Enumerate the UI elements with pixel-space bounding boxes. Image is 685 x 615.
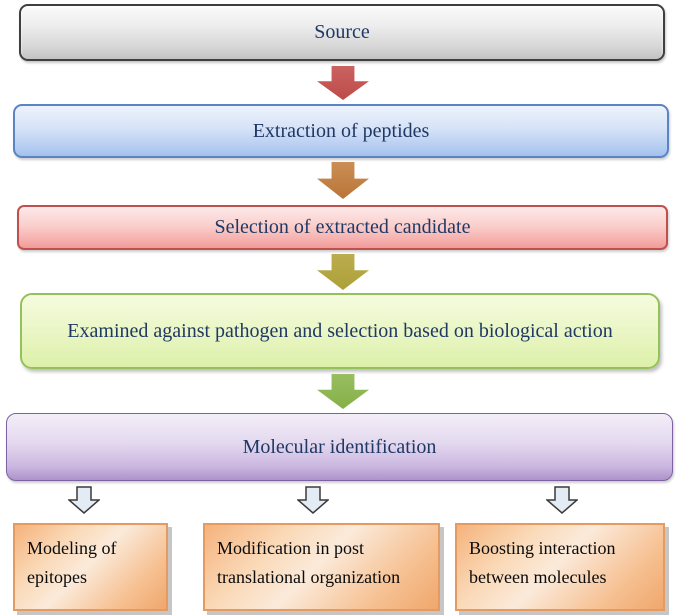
down-arrow-icon-green <box>317 374 369 409</box>
flow-step-molecular-label: Molecular identification <box>242 435 437 458</box>
branch-box-boosting-interaction: Boosting interaction between molecules <box>455 523 665 611</box>
flow-step-examined: Examined against pathogen and selection … <box>20 293 660 369</box>
branch-box-post-translational: Modification in post translational organ… <box>203 523 440 611</box>
down-arrow-icon-orange <box>317 162 369 199</box>
flow-step-source: Source <box>19 4 665 61</box>
down-arrow-outline-icon <box>297 486 329 514</box>
flow-step-molecular: Molecular identification <box>6 413 673 481</box>
flow-step-selection: Selection of extracted candidate <box>17 205 668 250</box>
down-arrow-shape <box>317 162 369 199</box>
down-arrow-outline-icon <box>68 486 100 514</box>
branch-box-label: Modification in post translational organ… <box>217 538 401 587</box>
branch-box-label: Boosting interaction between molecules <box>469 538 616 587</box>
flow-step-examined-label: Examined against pathogen and selection … <box>67 319 613 342</box>
branch-box-label: Modeling of epitopes <box>27 538 117 587</box>
down-arrow-shape <box>317 374 369 409</box>
flow-step-selection-label: Selection of extracted candidate <box>214 216 471 238</box>
branch-box-modeling-epitopes: Modeling of epitopes <box>13 523 168 611</box>
flow-step-extraction-label: Extraction of peptides <box>252 119 430 142</box>
down-arrow-shape <box>317 254 369 290</box>
flow-step-source-label: Source <box>314 21 370 43</box>
down-arrow-outline-icon <box>546 486 578 514</box>
down-arrow-icon-red <box>317 66 369 100</box>
down-arrow-shape <box>317 66 369 100</box>
flow-step-extraction: Extraction of peptides <box>13 104 669 158</box>
down-arrow-icon-olive <box>317 254 369 290</box>
